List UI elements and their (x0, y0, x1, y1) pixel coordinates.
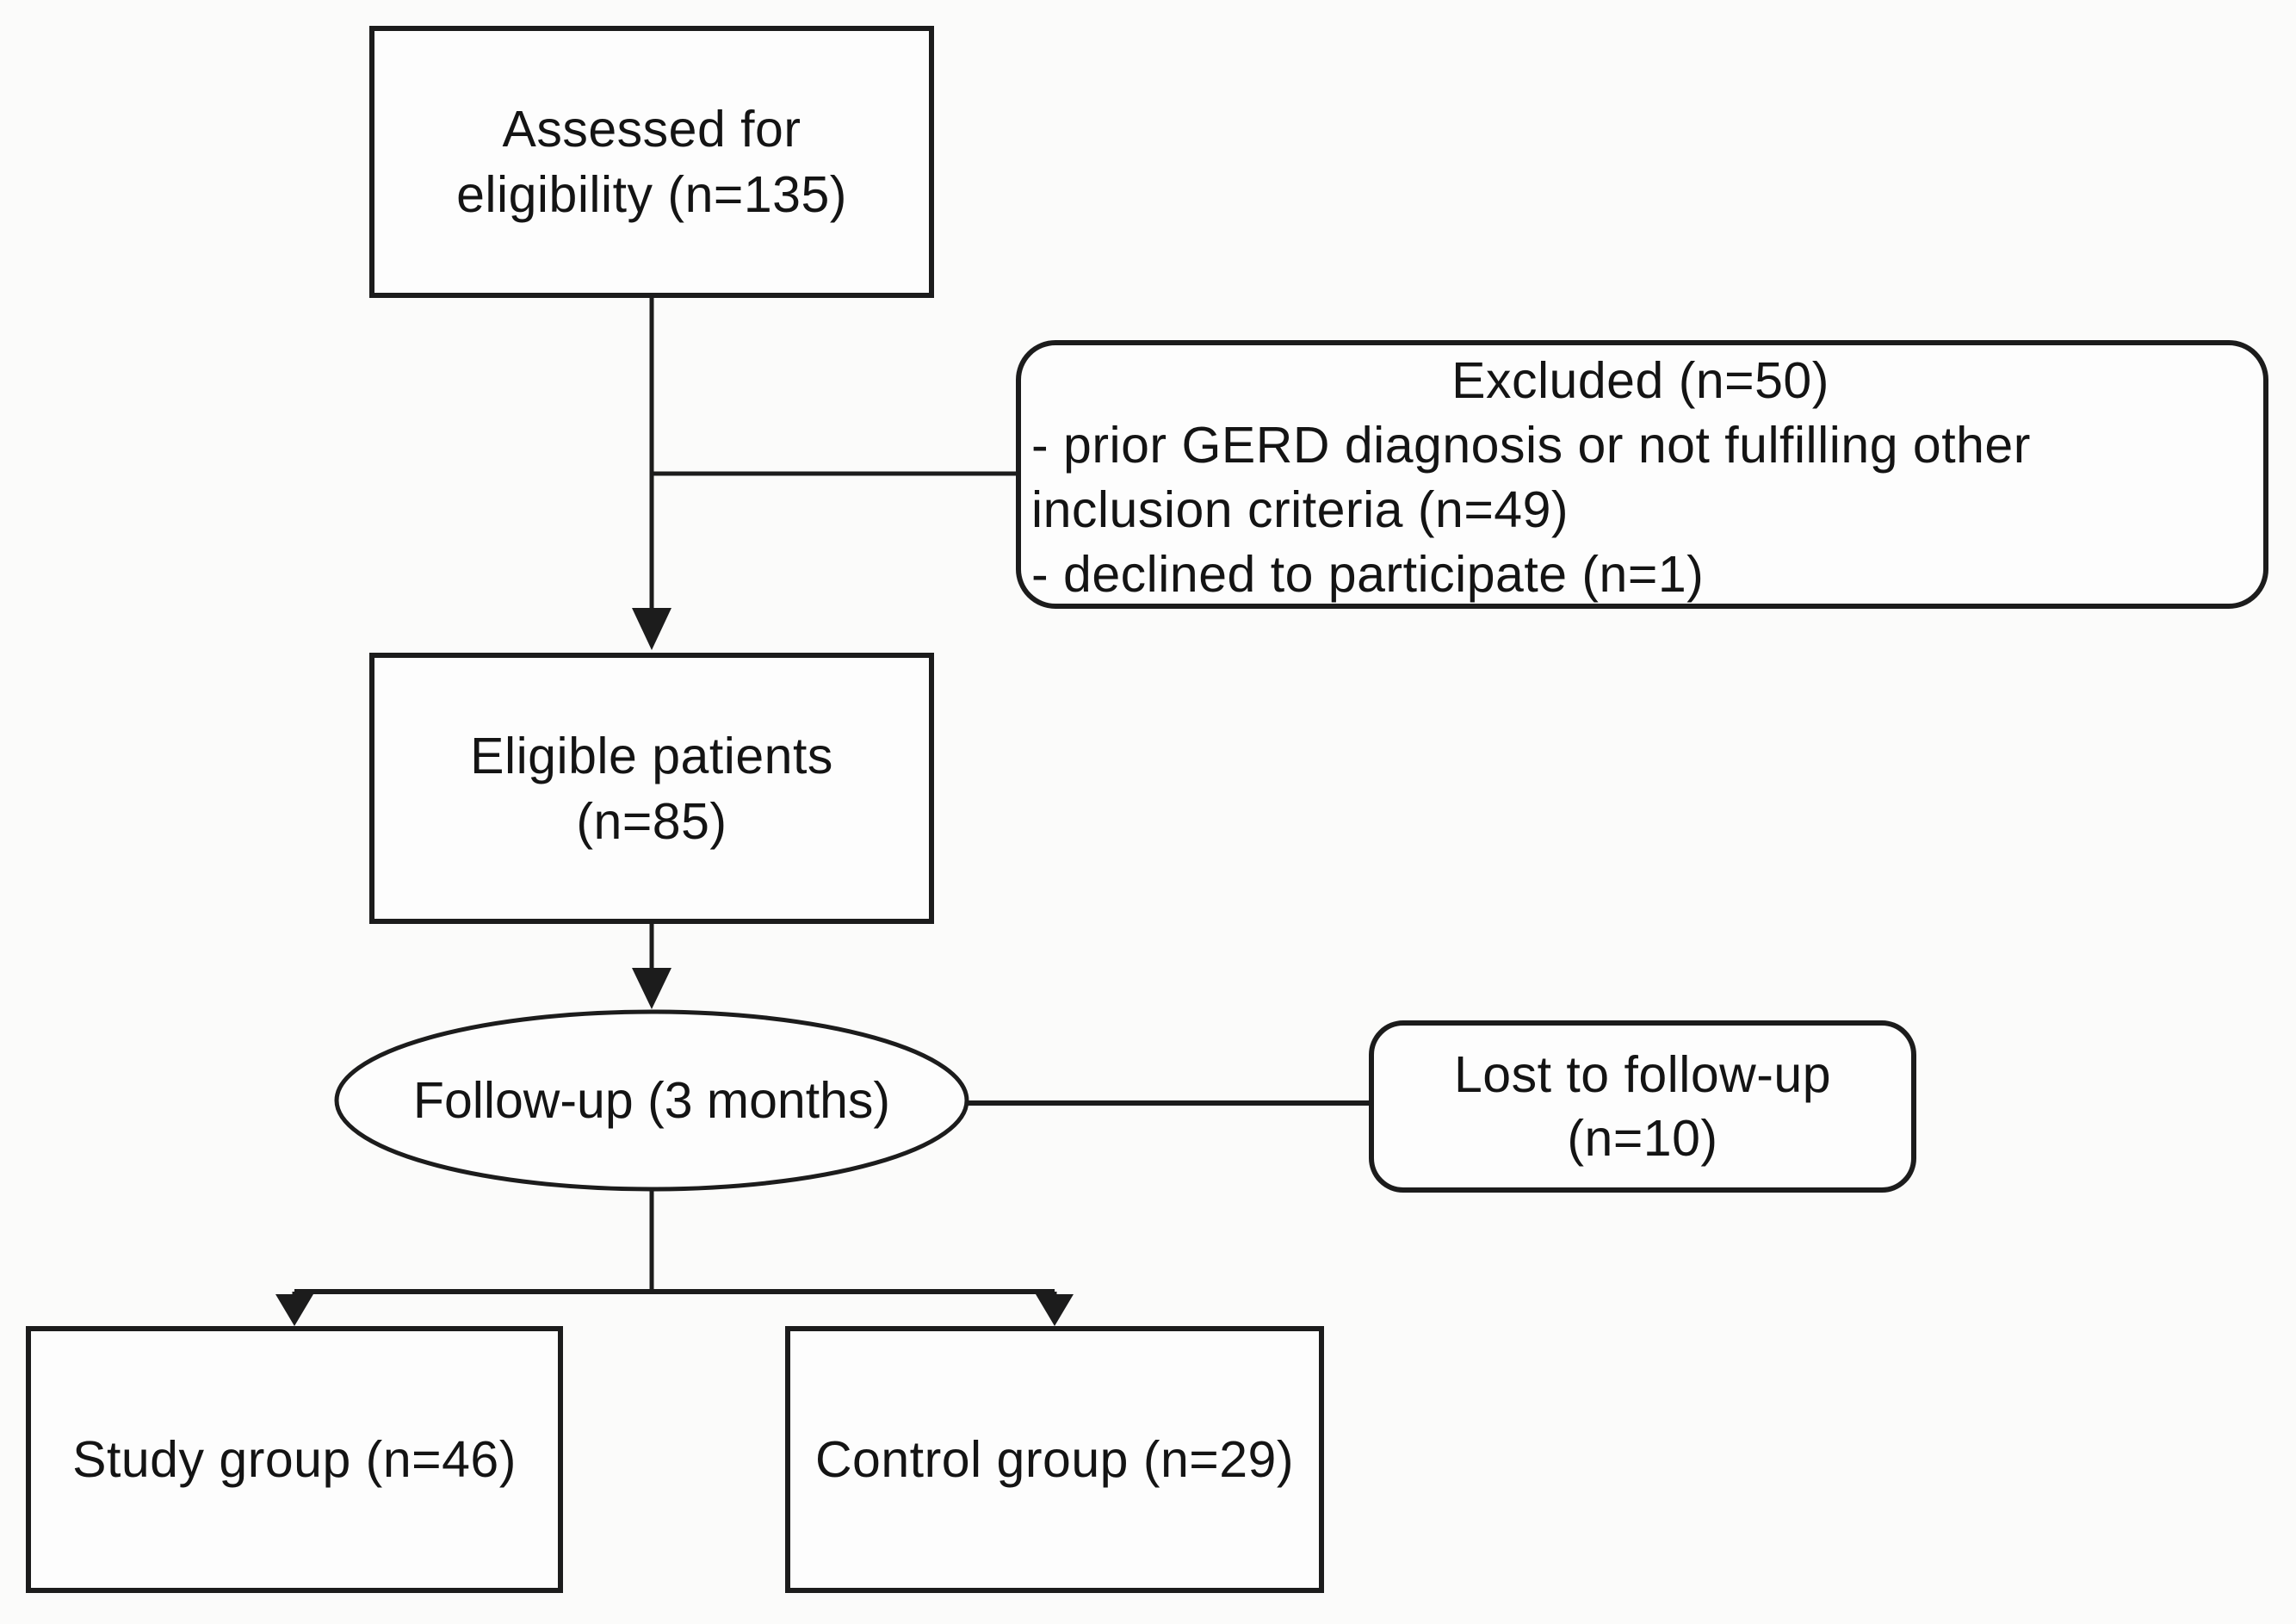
excluded-reason-line2: inclusion criteria (n=49) (1031, 481, 1569, 538)
lost-text-line1: Lost to follow-up (1453, 1046, 1832, 1103)
excluded-reason-line3: - declined to participate (n=1) (1031, 546, 1705, 603)
lost-to-followup-box: Lost to follow-up (n=10) (1369, 1020, 1916, 1193)
arrowhead-followup (632, 968, 671, 1009)
assessed-for-eligibility-box: Assessed for eligibility (n=135) (369, 26, 934, 298)
excluded-box: Excluded (n=50) - prior GERD diagnosis o… (1016, 340, 2268, 609)
control-group-box: Control group (n=29) (785, 1326, 1324, 1593)
eligible-patients-box: Eligible patients (n=85) (369, 653, 934, 924)
arrowhead-control (1036, 1294, 1074, 1326)
assessed-text-line2: eligibility (n=135) (456, 166, 847, 223)
followup-ellipse-label: Follow-up (3 months) (412, 1072, 891, 1129)
excluded-title: Excluded (n=50) (1451, 352, 1829, 409)
study-group-box: Study group (n=46) (26, 1326, 563, 1593)
arrowhead-study (275, 1294, 313, 1326)
study-group-label: Study group (n=46) (72, 1431, 517, 1488)
arrowhead-eligible (632, 608, 671, 650)
excluded-reason-line1: - prior GERD diagnosis or not fulfilling… (1031, 417, 2031, 474)
lost-text-line2: (n=10) (1567, 1110, 1718, 1167)
assessed-text-line1: Assessed for (502, 101, 801, 158)
eligible-text-line2: (n=85) (576, 792, 727, 850)
eligible-text-line1: Eligible patients (470, 727, 833, 784)
control-group-label: Control group (n=29) (814, 1431, 1295, 1488)
